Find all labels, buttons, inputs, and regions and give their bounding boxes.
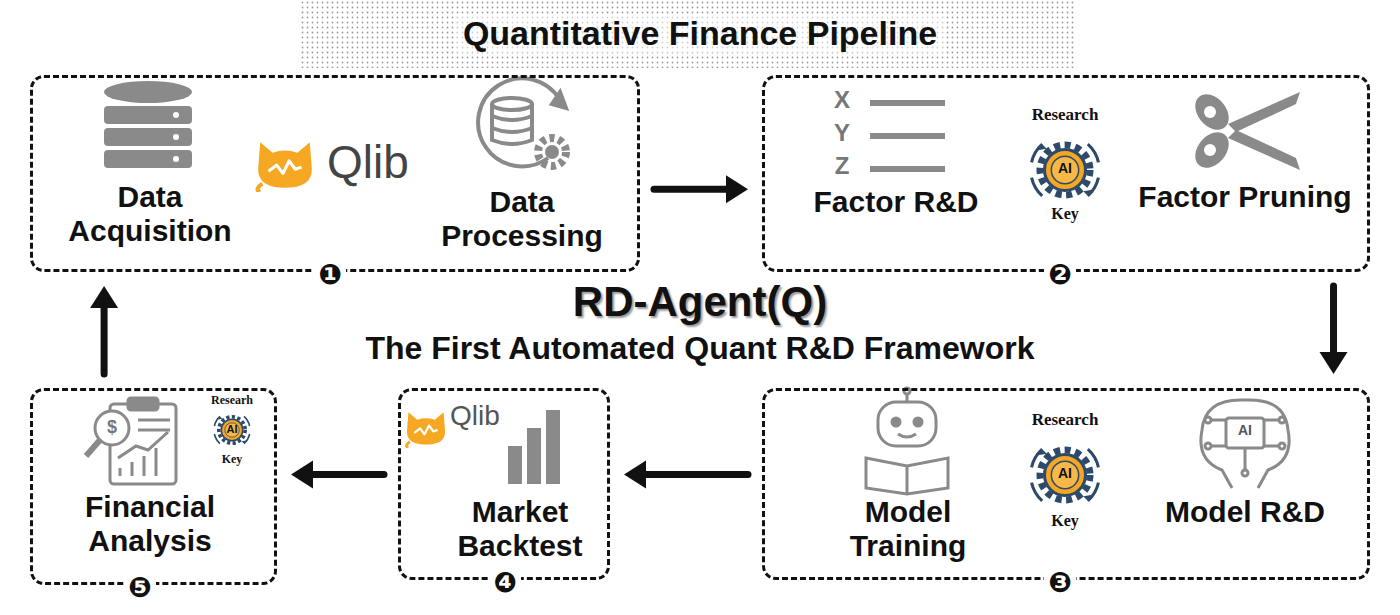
callout-number: ❸ [1044, 566, 1076, 599]
axis-letter: Z [822, 153, 862, 180]
framework-name: RD-Agent(Q) [569, 278, 831, 326]
diagram-title: Quantitative Finance Pipeline [457, 14, 943, 53]
dashed-stage-box: Data Acquisition QlibData Processing [30, 75, 640, 272]
icon-text: AI [1225, 423, 1265, 439]
logo-text: Qlib [308, 137, 428, 189]
axis-letter: X [822, 87, 862, 114]
arrow-shaft [654, 186, 728, 193]
arrow-head [1320, 352, 1348, 374]
node-label: Financial Analysis [38, 490, 263, 557]
arrow-head [624, 460, 646, 488]
icon-text: Researh [197, 394, 267, 407]
callout-number: ❺ [124, 571, 156, 604]
flow-arrow [1320, 286, 1348, 374]
dashed-stage-box: Model Training ResearchAI Key AI Model R&D [762, 388, 1370, 580]
flow-arrow [90, 286, 118, 374]
arrow-head [726, 175, 748, 203]
node-label: Data Acquisition [45, 180, 255, 247]
dashed-stage-box: XYZ Factor R&D ResearchAI Key Factor Pruning [762, 75, 1370, 272]
callout-number: ❹ [489, 566, 521, 599]
callout-number: ❶ [314, 258, 346, 291]
node-label: Model Training [803, 495, 1013, 562]
icon-text: AI [1045, 161, 1085, 177]
arrow-shaft [1330, 286, 1337, 354]
icon-text: Research [1005, 105, 1125, 124]
icon-text: $ [100, 417, 124, 437]
node-label: Factor Pruning [1130, 180, 1360, 214]
axis-letter: Y [822, 120, 862, 147]
arrow-head [90, 286, 118, 308]
icon-text: AI [217, 423, 247, 435]
flow-arrow [624, 460, 748, 488]
dashed-stage-box: ResearhAI Key $ Financial Analysis [30, 388, 277, 585]
node-label: Market Backtest [423, 495, 618, 562]
arrow-shaft [311, 471, 384, 478]
flow-arrow [291, 460, 384, 488]
logo-text: Qlib [440, 400, 510, 431]
node-label: Data Processing [407, 185, 637, 252]
icon-text: AI [1045, 466, 1085, 482]
callout-number: ❷ [1044, 258, 1076, 291]
icon-text: Key [1035, 512, 1095, 530]
flow-arrow [654, 175, 748, 203]
node-label: Factor R&D [791, 185, 1001, 219]
dashed-stage-box: QlibMarket Backtest [398, 388, 610, 580]
icon-text: Key [212, 453, 252, 466]
arrow-shaft [644, 471, 748, 478]
icon-text: Research [1005, 410, 1125, 429]
arrow-shaft [101, 306, 108, 374]
node-label: Model R&D [1140, 495, 1350, 529]
arrow-head [291, 460, 313, 488]
framework-subtitle: The First Automated Quant R&D Framework [361, 330, 1038, 367]
icon-text: Key [1035, 205, 1095, 223]
